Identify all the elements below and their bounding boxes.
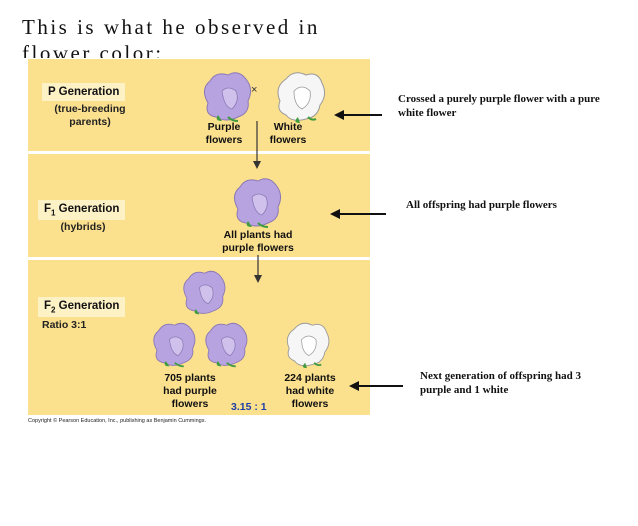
slide-title: This is what he observed in flower color… (22, 15, 320, 58)
cross-symbol: × (251, 84, 258, 96)
f2-white-line2: had white (285, 385, 335, 397)
note-f2-line1: Next generation of offspring had 3 (420, 370, 582, 382)
f2-label-rest: Generation (55, 300, 120, 312)
f1-label-sub: 1 (51, 208, 56, 218)
purple-flower-icon (183, 270, 226, 315)
purple-flower-icon (204, 72, 252, 122)
white-flower-icon (277, 72, 326, 123)
p-sublabel-line1: (true-breeding (54, 103, 126, 115)
left-arrow-icon (349, 381, 403, 391)
note-p-line2: white flower (398, 107, 457, 119)
purple-caption-line2: flowers (205, 134, 243, 146)
note-f1-generation: All offspring had purple flowers (406, 199, 557, 211)
note-p-line1: Crossed a purely purple flower with a pu… (398, 93, 600, 105)
f1-caption-line2: purple flowers (222, 242, 294, 254)
f1-caption: All plants had purple flowers (208, 229, 308, 255)
f2-purple-line2: had purple (163, 385, 217, 397)
f2-white-line1: 224 plants (284, 372, 336, 384)
f1-label-rest: Generation (55, 203, 120, 215)
f2-generation-label: F2 Generation (38, 297, 126, 318)
p-generation-sublabel: (true-breeding parents) (36, 103, 144, 129)
white-caption-line1: White (273, 121, 303, 133)
down-arrow-icon (254, 255, 262, 283)
mendel-cross-figure: P Generation (true-breeding parents) × P… (28, 59, 370, 415)
note-f2-line2: purple and 1 white (420, 384, 509, 396)
f1-caption-line1: All plants had (223, 229, 293, 241)
white-caption-line2: flowers (269, 134, 307, 146)
white-flower-icon (286, 322, 330, 369)
f2-purple-line3: flowers (171, 398, 209, 410)
copyright-notice: Copyright © Pearson Education, Inc., pub… (28, 418, 207, 424)
f1-label-main: F (44, 203, 52, 215)
purple-flowers-caption: Purple flowers (194, 121, 254, 147)
ratio-value: 3.15 : 1 (231, 401, 267, 413)
f2-white-line3: flowers (291, 398, 329, 410)
purple-caption-line1: Purple (207, 121, 241, 133)
left-arrow-icon (330, 209, 386, 219)
f2-label-main: F (44, 300, 52, 312)
f2-purple-line1: 705 plants (164, 372, 216, 384)
purple-flower-icon (153, 322, 196, 368)
f1-generation-sublabel: (hybrids) (60, 221, 106, 233)
f2-label-sub: 2 (51, 305, 56, 315)
note-f2-generation: Next generation of offspring had 3 purpl… (420, 369, 630, 397)
purple-flower-icon (234, 178, 282, 228)
left-arrow-icon (334, 110, 382, 120)
f1-generation-label: F1 Generation (38, 200, 126, 221)
f2-white-caption: 224 plants had white flowers (270, 372, 350, 411)
p-sublabel-line2: parents) (69, 116, 111, 128)
down-arrow-icon (253, 121, 261, 169)
purple-flower-icon (205, 322, 248, 368)
note-p-generation: Crossed a purely purple flower with a pu… (398, 92, 638, 120)
p-generation-label: P Generation (42, 83, 126, 101)
white-flowers-caption: White flowers (258, 121, 318, 147)
f2-ratio-label: Ratio 3:1 (42, 319, 87, 331)
f2-purple-caption: 705 plants had purple flowers (150, 372, 230, 411)
